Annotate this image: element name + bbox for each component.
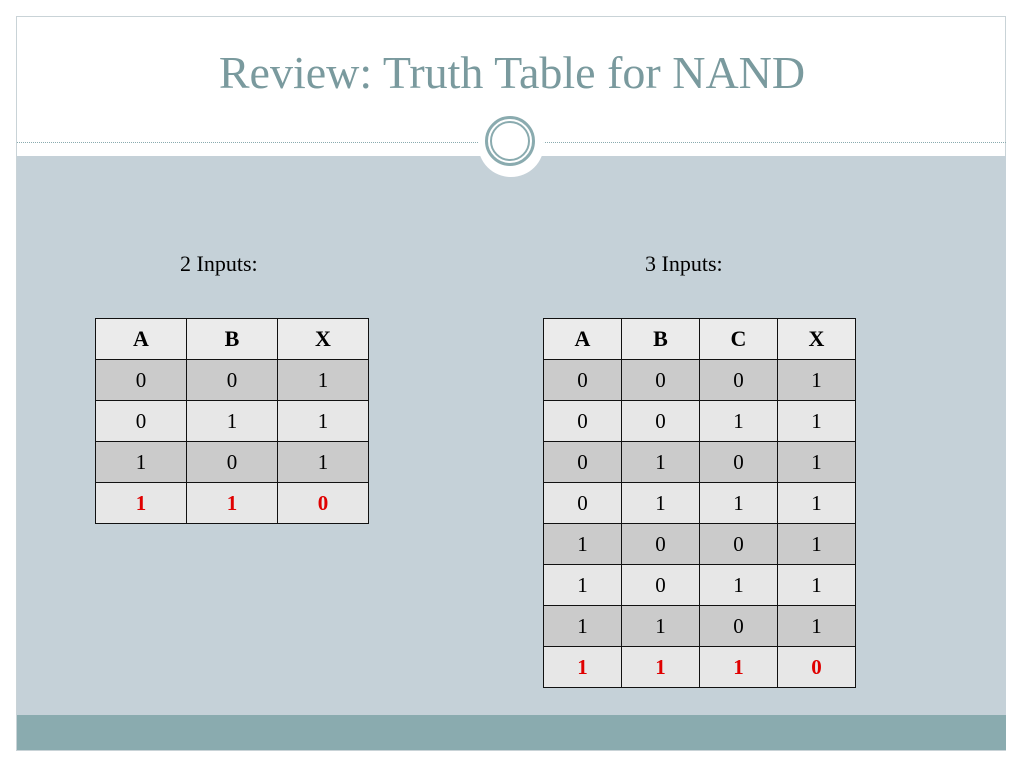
- two-input-label: 2 Inputs:: [180, 251, 258, 276]
- table-cell: 1: [777, 605, 856, 647]
- table-row: 0 0 1 1: [543, 400, 856, 442]
- table-row: 0 1 0 1: [543, 441, 856, 483]
- table-cell: 0: [699, 605, 778, 647]
- table-cell: 1: [543, 605, 622, 647]
- header-cell-x: X: [777, 318, 856, 360]
- header-cell-c: C: [699, 318, 778, 360]
- table-cell: 1: [543, 646, 622, 688]
- table-cell: 1: [699, 400, 778, 442]
- table-row: 1 1 0 1: [543, 605, 856, 647]
- table-cell: 0: [186, 441, 278, 483]
- header-cell-b: B: [621, 318, 700, 360]
- table-row: 1 0 0 1: [543, 523, 856, 565]
- table-header-row: A B X: [95, 318, 369, 360]
- footer-band: [17, 715, 1006, 750]
- table-cell: 0: [543, 441, 622, 483]
- table-row: 1 0 1 1: [543, 564, 856, 606]
- table-cell: 1: [543, 523, 622, 565]
- table-cell: 1: [621, 646, 700, 688]
- table-cell: 0: [186, 359, 278, 401]
- three-input-truth-table: A B C X 0 0 0 1 0 0 1 1 0 1 0 1 0 1 1 1 …: [543, 318, 856, 688]
- table-cell: 1: [777, 482, 856, 524]
- header-cell-x: X: [277, 318, 369, 360]
- table-cell: 1: [621, 605, 700, 647]
- table-cell: 1: [699, 564, 778, 606]
- table-cell: 1: [186, 482, 278, 524]
- table-cell: 1: [777, 400, 856, 442]
- header-cell-a: A: [95, 318, 187, 360]
- table-cell: 1: [277, 400, 369, 442]
- table-row: 0 1 1: [95, 400, 369, 442]
- table-cell: 0: [621, 564, 700, 606]
- table-header-row: A B C X: [543, 318, 856, 360]
- table-row: 0 0 0 1: [543, 359, 856, 401]
- table-cell: 1: [699, 646, 778, 688]
- header-cell-a: A: [543, 318, 622, 360]
- table-cell: 0: [699, 441, 778, 483]
- table-cell: 1: [777, 564, 856, 606]
- table-cell: 1: [621, 441, 700, 483]
- table-cell: 1: [95, 482, 187, 524]
- header-cell-b: B: [186, 318, 278, 360]
- table-row: 0 0 1: [95, 359, 369, 401]
- slide-title: Review: Truth Table for NAND: [218, 47, 806, 98]
- table-cell: 0: [543, 400, 622, 442]
- table-cell: 0: [621, 400, 700, 442]
- table-cell: 1: [777, 441, 856, 483]
- table-cell: 0: [277, 482, 369, 524]
- table-cell: 1: [95, 441, 187, 483]
- divider-ornament-inner-ring: [490, 121, 530, 161]
- two-input-truth-table: A B X 0 0 1 0 1 1 1 0 1 1 1 0: [95, 318, 369, 524]
- table-cell: 1: [277, 441, 369, 483]
- table-cell: 0: [543, 482, 622, 524]
- table-cell: 0: [699, 359, 778, 401]
- table-cell: 0: [699, 523, 778, 565]
- highlighted-table-row: 1 1 1 0: [543, 646, 856, 688]
- table-cell: 0: [95, 359, 187, 401]
- table-cell: 0: [621, 523, 700, 565]
- table-cell: 1: [777, 359, 856, 401]
- table-cell: 1: [186, 400, 278, 442]
- table-row: 1 0 1: [95, 441, 369, 483]
- table-cell: 0: [95, 400, 187, 442]
- table-cell: 1: [699, 482, 778, 524]
- table-cell: 0: [543, 359, 622, 401]
- table-cell: 1: [543, 564, 622, 606]
- table-row: 0 1 1 1: [543, 482, 856, 524]
- highlighted-table-row: 1 1 0: [95, 482, 369, 524]
- table-cell: 1: [777, 523, 856, 565]
- table-cell: 1: [621, 482, 700, 524]
- table-cell: 1: [277, 359, 369, 401]
- table-cell: 0: [621, 359, 700, 401]
- table-cell: 0: [777, 646, 856, 688]
- three-input-label: 3 Inputs:: [645, 251, 723, 276]
